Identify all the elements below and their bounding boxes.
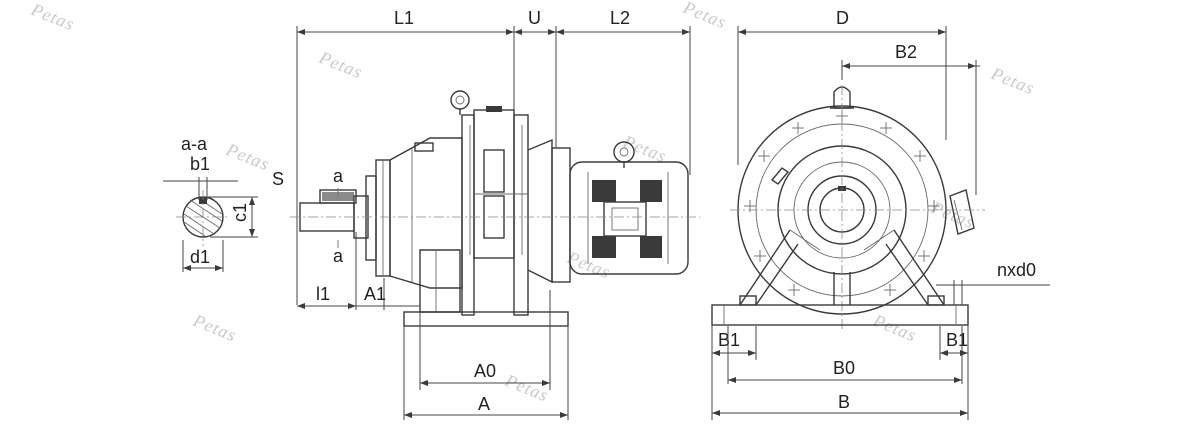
shaft-section-view: a-a b1 c1 d1 [163, 134, 258, 272]
dim-label-nxd0: nxd0 [997, 260, 1036, 280]
section-mark-a-top: a [333, 166, 344, 186]
watermark: Petas [988, 63, 1038, 99]
oil-gauge [949, 189, 975, 235]
dim-label-b1: b1 [190, 154, 210, 174]
key-slot [199, 197, 207, 204]
watermark: Petas [870, 310, 920, 346]
watermark: Petas [680, 0, 730, 33]
dim-label-L2: L2 [610, 8, 630, 28]
dim-label-B0: B0 [833, 358, 855, 378]
lifting-eye [450, 90, 470, 110]
dim-label-c1: c1 [230, 203, 250, 222]
dim-label-U: U [528, 8, 541, 28]
front-base-plate [711, 304, 969, 326]
reducer-housing [389, 137, 463, 289]
dim-label-l1: l1 [316, 284, 330, 304]
dim-label-B1-left: B1 [718, 330, 740, 350]
watermark: Petas [928, 197, 978, 233]
dim-label-A0: A0 [474, 361, 496, 381]
dim-label-B2: B2 [895, 42, 917, 62]
cycloid-body [473, 109, 515, 259]
watermark: Petas [28, 0, 78, 35]
motor [569, 161, 689, 275]
breather-plug [833, 86, 851, 109]
section-label: a-a [181, 134, 208, 154]
terminal-box [603, 201, 647, 237]
dim-label-A1: A1 [364, 284, 386, 304]
arrowheads [183, 29, 976, 418]
base-plate [403, 311, 569, 327]
watermark: Petas [190, 310, 240, 346]
dim-label-S: S [272, 169, 284, 189]
watermarks: Petas Petas Petas Petas Petas Petas Peta… [28, 0, 1038, 406]
dim-label-d1: d1 [190, 247, 210, 267]
side-view: L1 U L2 S a a [272, 8, 700, 420]
dim-label-B: B [838, 392, 850, 412]
watermark: Petas [223, 139, 273, 175]
watermark: Petas [502, 370, 552, 406]
dim-label-L1: L1 [394, 8, 414, 28]
dim-label-A: A [478, 394, 490, 414]
section-mark-a-bottom: a [333, 246, 344, 266]
watermark: Petas [316, 47, 366, 83]
dim-label-D: D [836, 8, 849, 28]
dim-label-B1-right: B1 [946, 330, 968, 350]
